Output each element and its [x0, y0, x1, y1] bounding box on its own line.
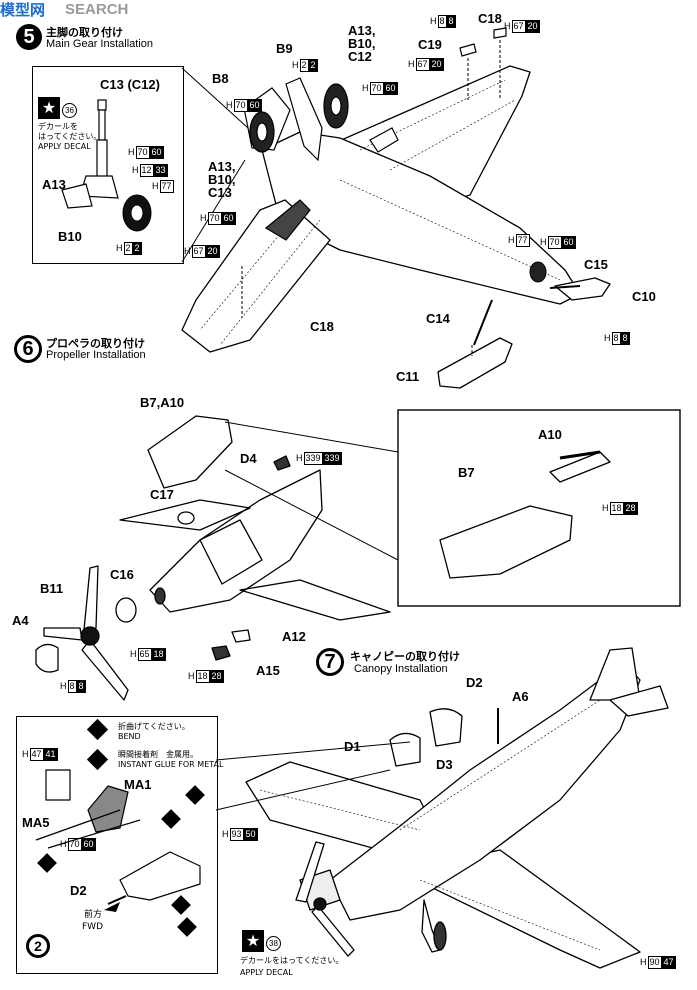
step-7-number: 7	[316, 648, 344, 676]
decal-star-icon: ★	[242, 930, 264, 952]
watermark: 模型网 SEARCH	[0, 0, 129, 19]
part-label-d3: D3	[436, 757, 453, 772]
bend-instruction-jp: 折曲げてください。	[118, 722, 190, 731]
decal-number: 36	[62, 103, 77, 118]
step-7-title-jp: キャノピーの取り付け	[350, 650, 460, 663]
part-label-b9: B9	[276, 41, 293, 56]
part-label-d2: D2	[466, 675, 483, 690]
step-5-title-jp: 主脚の取り付け	[46, 26, 123, 39]
part-label-c13: C13 (C12)	[100, 77, 160, 92]
bend-instruction-en: BEND	[118, 732, 141, 741]
part-label-c15: C15	[584, 257, 608, 272]
step-6-title-jp: プロペラの取り付け	[46, 337, 145, 350]
part-label-c18-bottom: C18	[310, 319, 334, 334]
inset-part-label-a10: A10	[538, 427, 562, 442]
watermark-text: SEARCH	[65, 0, 129, 18]
part-label-a13-b10-c12: A13, B10, C12	[348, 23, 376, 64]
step-5-title-en: Main Gear Installation	[46, 38, 153, 50]
decal-instruction-en: APPLY DECAL	[240, 968, 293, 977]
part-label-b11: B11	[40, 581, 64, 596]
part-label-c14: C14	[426, 311, 450, 326]
step-6-number: 6	[14, 335, 42, 363]
glue-instruction-jp: 瞬間接着剤 金属用。	[118, 750, 198, 759]
decal-instruction-jp: デカールをはってください。	[240, 956, 344, 965]
decal-number: 38	[266, 936, 281, 951]
part-label-a12: A12	[282, 629, 306, 644]
part-label-c16: C16	[110, 567, 134, 582]
part-label-a13-b10-c13: A13, B10, C13	[208, 159, 236, 200]
step-5-number: 5	[16, 24, 42, 50]
inset-corner-number: 2	[26, 934, 50, 958]
part-label-d2-inset: D2	[70, 883, 87, 898]
fwd-label-en: FWD	[82, 922, 104, 932]
decal-star-icon: ★	[38, 97, 60, 119]
part-label-c17: C17	[150, 487, 174, 502]
part-label-a6: A6	[512, 689, 529, 704]
part-label-d1: D1	[344, 739, 361, 754]
part-label-b7-a10: B7,A10	[140, 395, 185, 410]
inset-part-label-b7: B7	[458, 465, 475, 480]
part-label-b10: B10	[58, 229, 82, 244]
part-label-ma5: MA5	[22, 815, 50, 830]
part-label-c19: C19	[418, 37, 442, 52]
part-label-c10: C10	[632, 289, 656, 304]
part-label-a4: A4	[12, 613, 29, 628]
part-label-a13: A13	[42, 177, 66, 192]
part-label-d4: D4	[240, 451, 257, 466]
decal-instruction-en: APPLY DECAL	[38, 142, 91, 151]
step-6-title-en: Propeller Installation	[46, 349, 146, 361]
part-label-c11: C11	[396, 369, 420, 384]
step-7-title-en: Canopy Installation	[354, 663, 448, 675]
part-label-b8: B8	[212, 71, 229, 86]
watermark-logo: 模型网	[0, 0, 46, 19]
fwd-label-jp: 前方	[84, 910, 103, 920]
part-label-c18-top: C18	[478, 11, 502, 26]
glue-instruction-en: INSTANT GLUE FOR METAL	[118, 760, 224, 769]
part-label-a15: A15	[256, 663, 280, 678]
part-label-ma1: MA1	[124, 777, 152, 792]
decal-instruction-jp: デカールを はってください。	[38, 122, 102, 141]
